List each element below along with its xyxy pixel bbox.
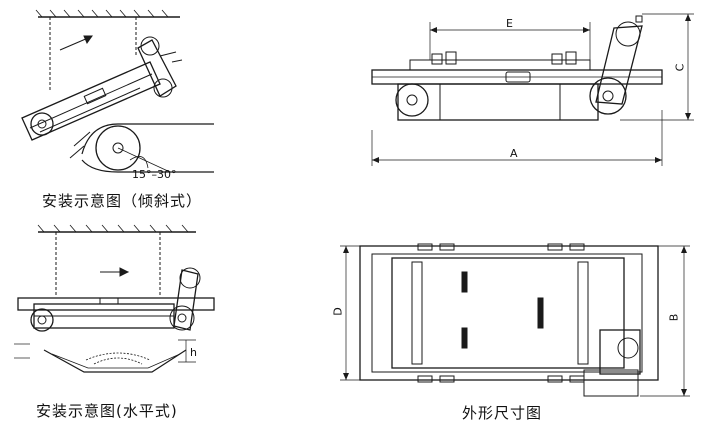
angle-label: 15°–30° [132, 168, 177, 181]
horizontal-installation-drawing [14, 224, 215, 373]
dimension-e-label: E [506, 17, 513, 30]
dimension-b-label: B [667, 313, 681, 322]
side-elevation-drawing [371, 13, 694, 166]
dimension-d-label: D [331, 307, 345, 316]
dimension-a-label: A [510, 147, 518, 160]
caption-inclined: 安装示意图（倾斜式） [42, 192, 203, 210]
plan-view-drawing [340, 243, 690, 397]
dimension-h-label: h [190, 346, 197, 359]
caption-dimensions: 外形尺寸图 [462, 404, 543, 422]
inclined-installation-drawing [21, 9, 214, 173]
dimension-c-label: C [673, 63, 687, 72]
caption-horizontal: 安装示意图(水平式) [36, 402, 178, 420]
